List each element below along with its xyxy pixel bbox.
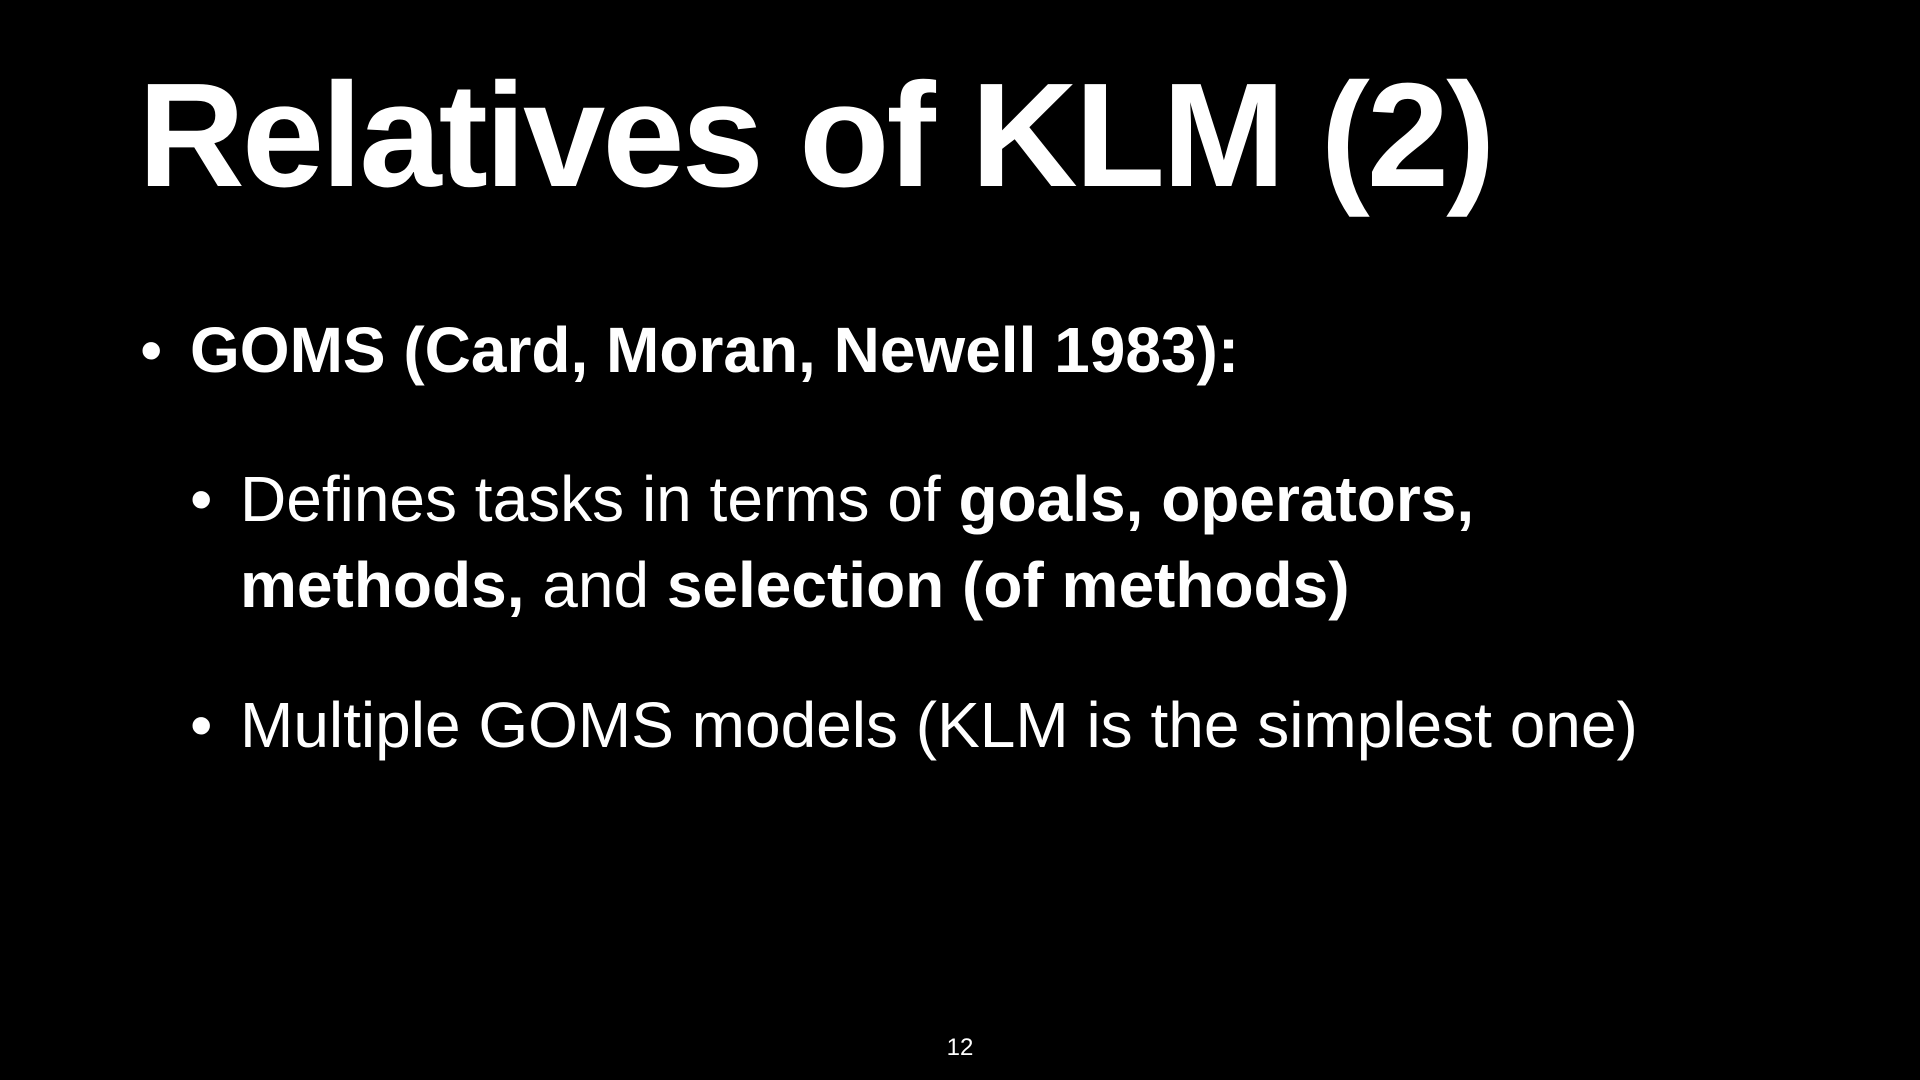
methods-text: methods, [240, 549, 525, 621]
sub-bullet-multiple-models: • Multiple GOMS models (KLM is the simpl… [190, 682, 1638, 768]
selection-text: selection (of methods) [666, 549, 1350, 621]
bullet-goms-text: GOMS (Card, Moran, Newell 1983): [190, 314, 1240, 386]
page-number: 12 [946, 1034, 974, 1061]
bullet-dot-icon: • [190, 463, 213, 535]
slide-title: Relatives of KLM (2) [138, 53, 1495, 218]
sub-bullet-defines-tasks-text: Defines tasks in terms of goals, operato… [240, 456, 1474, 628]
goals-operators-text: goals, operators, [958, 463, 1475, 535]
sub-bullet-defines-tasks: • Defines tasks in terms of goals, opera… [190, 456, 1474, 628]
and-text: and [524, 549, 667, 621]
bullet-goms: • GOMS (Card, Moran, Newell 1983): [140, 312, 1239, 388]
bullet-dot-icon: • [140, 314, 163, 386]
defines-tasks-text: Defines tasks in terms of [240, 463, 959, 535]
sub-bullet-multiple-models-text: Multiple GOMS models (KLM is the simples… [240, 689, 1638, 761]
bullet-dot-icon: • [190, 689, 213, 761]
